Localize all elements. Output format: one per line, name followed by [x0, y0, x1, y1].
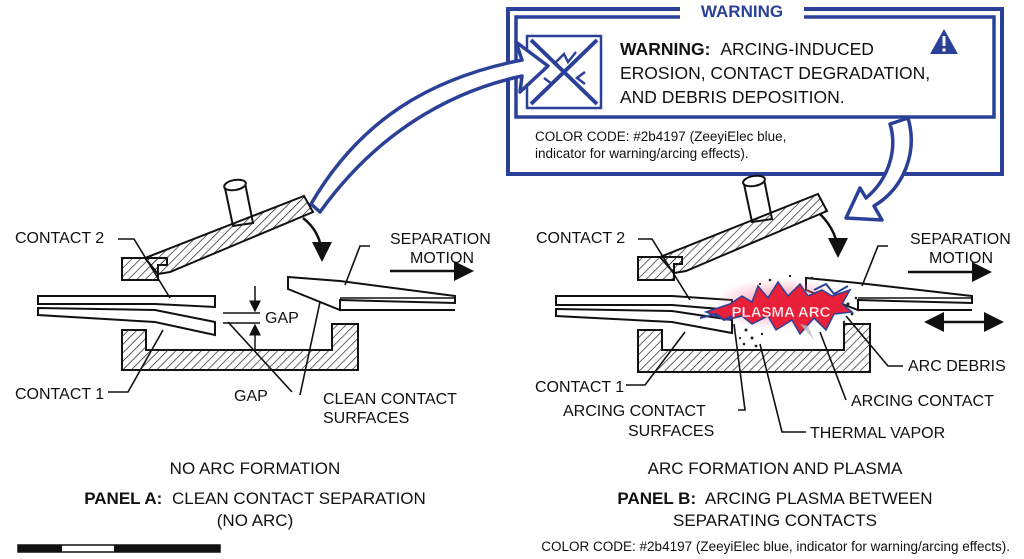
- gap-label-lower-a: GAP: [234, 388, 268, 405]
- panel-b-state: ARC FORMATION AND PLASMA: [648, 459, 903, 478]
- contact-2-blade-b: [555, 295, 733, 312]
- plasma-arc-label: PLASMA ARC: [732, 304, 831, 321]
- warning-message-line3: AND DEBRIS DEPOSITION.: [620, 87, 845, 107]
- contact-1-blade-a: [37, 306, 216, 337]
- gap-label-upper-a: GAP: [265, 310, 299, 327]
- lower-base-b: [637, 323, 871, 373]
- warning-color-note-line1: COLOR CODE: #2b4197 (ZeeyiElec blue,: [535, 129, 786, 144]
- motion-arrow-a: [302, 217, 332, 262]
- clean-surfaces-label-line2: SURFACES: [323, 410, 409, 427]
- arcing-contact-label: ARCING CONTACT: [851, 393, 994, 410]
- warning-message: WARNING: ARCING-INDUCED: [620, 39, 874, 59]
- contact-1-label-b: CONTACT 1: [535, 379, 624, 396]
- separation-label-b-line2: MOTION: [929, 250, 993, 267]
- arrow-to-warning: [309, 40, 550, 214]
- panel-a-caption-line1: PANEL A: CLEAN CONTACT SEPARATION: [84, 489, 426, 508]
- arrow-to-panel-b: [844, 116, 913, 222]
- separation-label-a-line2: MOTION: [410, 250, 474, 267]
- separation-label-b-line1: SEPARATION: [910, 231, 1011, 248]
- arc-debris-label: ARC DEBRIS: [908, 358, 1006, 375]
- panel-a-caption-bold: PANEL A:: [84, 489, 162, 508]
- panel-b-caption-line2: SEPARATING CONTACTS: [673, 511, 877, 530]
- panel-b-caption-bold: PANEL B:: [617, 489, 696, 508]
- gap-indicator-a: [223, 286, 261, 352]
- plasma-arc: PLASMA ARC: [699, 274, 858, 348]
- contact-1-blade-b: [555, 307, 733, 335]
- contact-1-label-a: CONTACT 1: [15, 386, 104, 403]
- warning-triangle-icon: [930, 29, 958, 54]
- scale-bar: [17, 544, 221, 553]
- panel-a: CONTACT 2 SEPARATION MOTION GAP CONTACT …: [15, 178, 491, 530]
- motion-arrow-b: [819, 213, 848, 258]
- leaders-a: [108, 238, 370, 396]
- contact-2-label-a: CONTACT 2: [15, 230, 104, 247]
- moving-contact-a: [287, 275, 456, 312]
- panel-b: PLASMA ARC CONTACT 2 SEPARATION MOTION C…: [535, 174, 1011, 530]
- warning-box: WARNING WARNING: ARCING-INDUCED EROSION,…: [506, 0, 1004, 176]
- warning-message-line2: EROSION, CONTACT DEGRADATION,: [620, 63, 930, 83]
- actuator-arm-a: [143, 194, 315, 276]
- panel-a-caption-text: CLEAN CONTACT SEPARATION: [172, 489, 426, 508]
- contact-2-label-b: CONTACT 2: [536, 230, 625, 247]
- footer-color-code: COLOR CODE: #2b4197 (ZeeyiElec blue, ind…: [541, 539, 1010, 554]
- warning-message-line1: ARCING-INDUCED: [720, 39, 874, 59]
- panel-b-caption-text: ARCING PLASMA BETWEEN: [705, 489, 933, 508]
- actuator-arm-b: [658, 192, 829, 275]
- clean-surfaces-label-line1: CLEAN CONTACT: [323, 391, 457, 408]
- warning-message-bold: WARNING:: [620, 39, 710, 59]
- leaders-b: [626, 238, 903, 433]
- arcing-surfaces-label-line2: SURFACES: [628, 423, 714, 440]
- contact-2-blade-a: [37, 295, 216, 309]
- panel-a-caption-line2: (NO ARC): [217, 511, 294, 530]
- warning-header: WARNING: [701, 2, 783, 21]
- thermal-vapor-label: THERMAL VAPOR: [810, 425, 945, 442]
- panel-a-state: NO ARC FORMATION: [170, 459, 341, 478]
- arcing-surfaces-label-line1: ARCING CONTACT: [563, 403, 706, 420]
- separation-label-a-line1: SEPARATION: [390, 231, 491, 248]
- warning-color-note-line2: indicator for warning/arcing effects).: [535, 146, 749, 161]
- panel-b-caption-line1: PANEL B: ARCING PLASMA BETWEEN: [617, 489, 932, 508]
- lower-base-a: [121, 323, 359, 371]
